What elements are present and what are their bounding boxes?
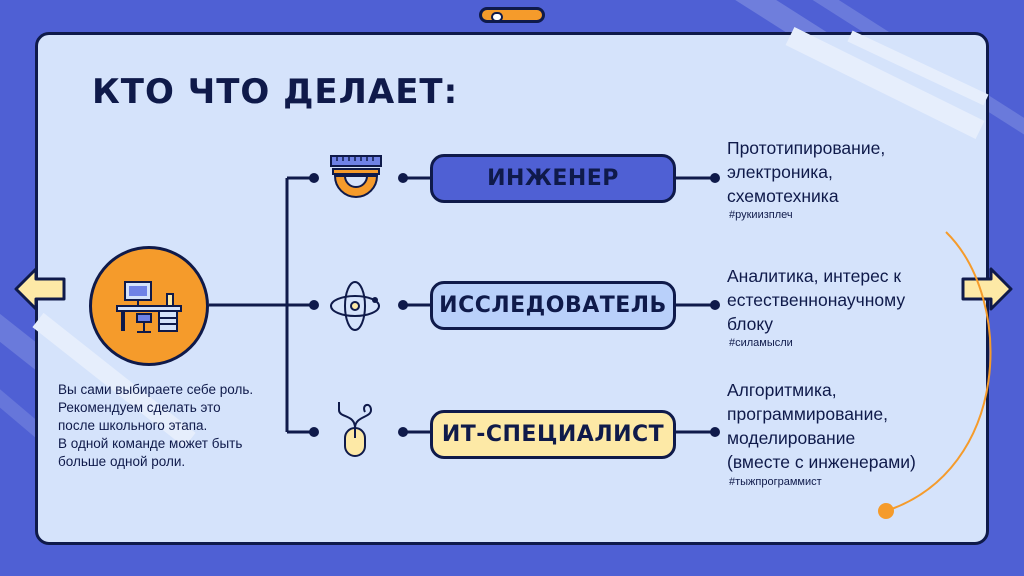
- role-engineer-description: Прототипирование, электроника, схемотехн…: [727, 138, 886, 206]
- ruler-protractor-icon: [330, 155, 382, 198]
- role-engineer-tag: #рукиизплеч: [729, 209, 793, 221]
- avatar: [89, 246, 209, 366]
- role-engineer-button[interactable]: ИНЖЕНЕР: [430, 154, 676, 203]
- computer-mouse-icon: [338, 402, 373, 457]
- role-researcher-button[interactable]: ИССЛЕДОВАТЕЛЬ: [430, 281, 676, 330]
- role-researcher-tag: #силамысли: [729, 337, 793, 349]
- page-title: КТО ЧТО ДЕЛАЕТ:: [92, 72, 459, 112]
- role-researcher-description: Аналитика, интерес к естественнонаучному…: [727, 266, 906, 334]
- role-it-description: Алгоритмика, программирование, моделиров…: [727, 380, 916, 472]
- desk-workstation-icon: [116, 281, 182, 333]
- arrow-right-icon[interactable]: [961, 266, 1013, 312]
- arrow-left-icon[interactable]: [14, 266, 66, 312]
- atom-icon: [330, 281, 380, 331]
- top-tab-decoration: [479, 7, 545, 23]
- role-selection-note: Вы сами выбираете себе роль. Рекомендуем…: [58, 382, 254, 469]
- role-it-specialist-button[interactable]: ИТ-СПЕЦИАЛИСТ: [430, 410, 676, 459]
- role-it-tag: #тыжпрограммист: [729, 476, 822, 488]
